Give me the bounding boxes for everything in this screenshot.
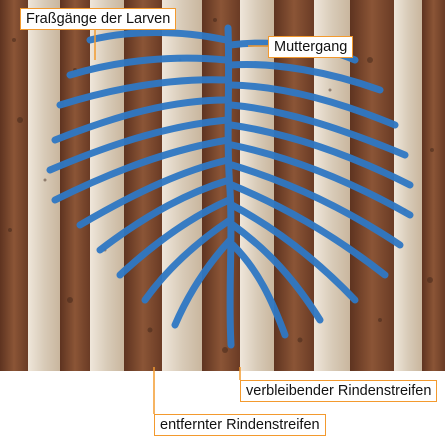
label-removed-bark-strip: entfernter Rindenstreifen xyxy=(154,414,326,436)
label-mother-gallery: Muttergang xyxy=(268,36,353,58)
bark-beetle-gallery-photo xyxy=(0,0,445,371)
label-larvae-galleries: Fraßgänge der Larven xyxy=(20,8,176,30)
gallery-illustration xyxy=(0,0,445,371)
label-remaining-bark-strip: verbleibender Rindenstreifen xyxy=(240,380,437,402)
